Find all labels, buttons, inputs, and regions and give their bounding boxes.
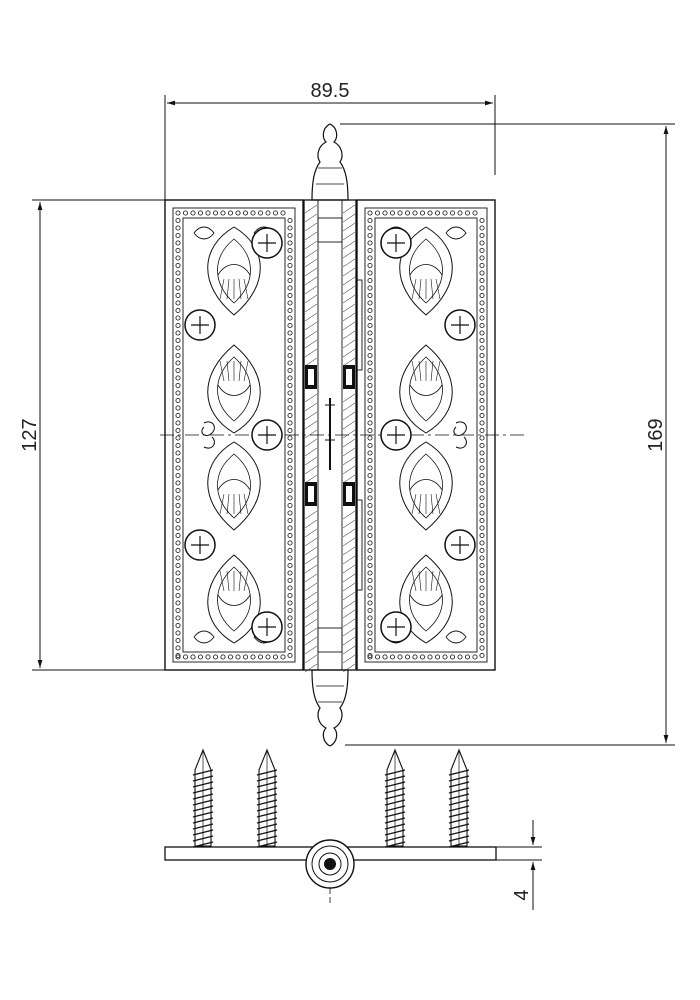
- width-dimension: 89.5: [164, 80, 496, 200]
- screw-hole: [251, 227, 283, 259]
- screw-hole: [184, 309, 216, 341]
- screw-hole: [444, 529, 476, 561]
- bottom-view: [164, 748, 497, 906]
- bottom-finial: [311, 669, 349, 747]
- knuckle-section-hatch: [304, 204, 356, 673]
- width-dimension-label: 89.5: [311, 80, 350, 102]
- screw-hole: [380, 611, 412, 643]
- leaf-screw-holes: [184, 227, 476, 643]
- wood-screw: [192, 748, 214, 848]
- wood-screw: [448, 748, 470, 848]
- leaf-height-label: 127: [19, 418, 41, 451]
- screw-hole: [444, 309, 476, 341]
- wood-screw: [256, 748, 278, 848]
- screw-hole: [184, 529, 216, 561]
- total-height-dimension: 169: [340, 123, 675, 746]
- right-leaf-bead-border: [367, 210, 485, 660]
- total-height-label: 169: [645, 418, 667, 451]
- engraving-mark: [325, 398, 335, 470]
- leaf-height-dimension: 127: [19, 199, 165, 671]
- right-leaf-ornament: [385, 226, 467, 644]
- screw-hole: [380, 227, 412, 259]
- thickness-dimension: 4: [496, 820, 542, 910]
- right-hinge-leaf: [356, 199, 496, 671]
- wood-screws: [192, 748, 470, 848]
- screw-hole: [380, 419, 412, 451]
- hinge-knuckle: [303, 123, 363, 747]
- thickness-label: 4: [511, 889, 533, 900]
- screw-hole: [251, 611, 283, 643]
- screw-hole: [251, 419, 283, 451]
- top-finial: [311, 123, 349, 201]
- left-leaf-bead-border: [175, 210, 293, 660]
- wood-screw: [384, 748, 406, 848]
